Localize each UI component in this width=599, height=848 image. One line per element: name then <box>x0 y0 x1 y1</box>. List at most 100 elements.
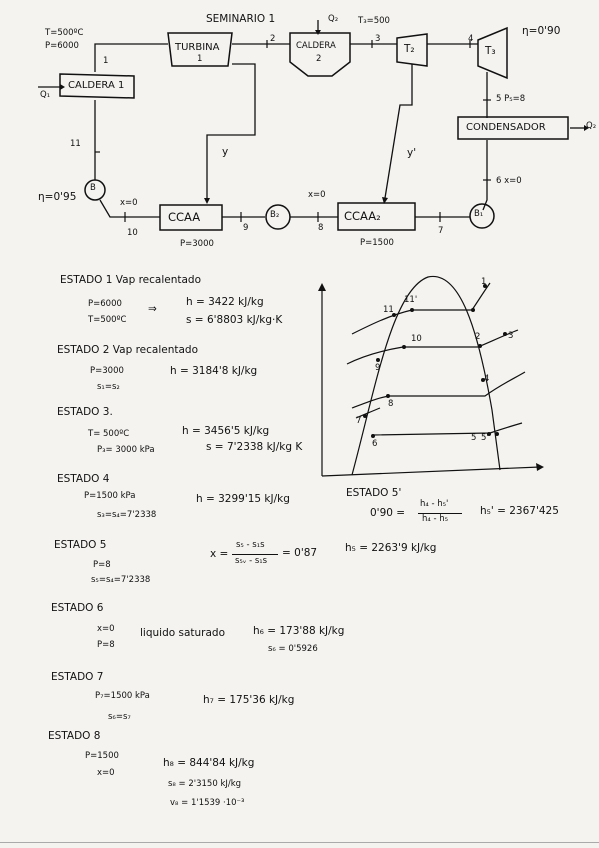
ts-pt-10: 10 <box>411 334 422 344</box>
ts-pt-11: 11 <box>383 305 394 315</box>
state-2-l1: P=3000 <box>90 366 124 376</box>
state-2-r1: h = 3184'8 kJ/kg <box>170 365 258 377</box>
state-3-head: ESTADO 3. <box>57 406 113 418</box>
node-2: 2 <box>270 34 276 44</box>
state-5-l2: s₅=s₄=7'2338 <box>91 575 151 585</box>
eta-pump: η=0'95 <box>38 191 77 203</box>
state-1-l2: T=500ºC <box>88 315 127 325</box>
state-6-r2: s₆ = 0'5926 <box>268 644 318 654</box>
state-7-l2: s₆=s₇ <box>108 712 131 722</box>
state-8-r1: h₈ = 844'84 kJ/kg <box>163 757 255 769</box>
state-8-r2: s₈ = 2'3150 kJ/kg <box>168 779 242 789</box>
state-5-head: ESTADO 5 <box>54 539 107 551</box>
cycle-lines <box>38 20 589 231</box>
state-3-l2: P₃= 3000 kPa <box>97 445 155 455</box>
ts-pt-11p: 11' <box>404 295 418 305</box>
state-5-fraction-bar <box>232 554 278 555</box>
ccaa1-label: CCAA <box>168 210 201 224</box>
node-3: 3 <box>375 34 381 44</box>
state-6-head: ESTADO 6 <box>51 602 104 614</box>
pump-b1-shape <box>469 203 495 229</box>
state-8-head: ESTADO 8 <box>48 730 101 742</box>
ts-pt-1: 1 <box>481 277 487 287</box>
state-7-r1: h₇ = 175'36 kJ/kg <box>203 694 295 706</box>
caldera2-label: CALDERA <box>296 41 336 51</box>
state-3-l1: T= 500ºC <box>88 429 130 439</box>
state-5p-num: h₄ - h₅' <box>420 499 449 509</box>
ccaa2-p-label: P=1500 <box>360 238 394 248</box>
turb2-shape <box>396 33 428 67</box>
state-5p-lhs: 0'90 = <box>370 507 406 519</box>
state-5p-den: h₄ - h₅ <box>422 514 449 524</box>
turbina1-label: TURBINA <box>175 42 220 53</box>
pump-b1-label: B₁ <box>474 209 484 219</box>
state-5-frac-den: s₅ᵥ - s₁s <box>235 556 268 566</box>
y-label: y <box>222 146 229 158</box>
node-9: 9 <box>243 223 249 233</box>
state-3-r1: h = 3456'5 kJ/kg <box>182 425 270 437</box>
caldera1-t-label: T=500ºC <box>45 28 84 38</box>
caldera1-q-label: Q₁ <box>40 90 51 100</box>
state-6-l2: P=8 <box>97 640 115 650</box>
eta-turbine: η=0'90 <box>522 25 561 37</box>
node-10: 10 <box>127 228 138 238</box>
p5-label: 5 P₅=8 <box>496 94 526 104</box>
node-1: 1 <box>103 56 109 66</box>
state-5-frac-res: = 0'87 <box>282 547 318 559</box>
ccaa1-x-label: x=0 <box>120 198 138 208</box>
ts-pt-9: 9 <box>375 363 381 373</box>
y1-label: y' <box>407 147 417 159</box>
ts-pt-6: 6 <box>372 439 378 449</box>
state-5-r1: h₅ = 2263'9 kJ/kg <box>345 542 437 554</box>
condensador-q-label: Q₂ <box>586 121 597 131</box>
caldera1-label: CALDERA 1 <box>68 80 125 91</box>
ccaa2-shape <box>337 202 416 231</box>
pump-b-shape <box>84 179 106 201</box>
state-2-l2: s₁=s₂ <box>97 382 120 392</box>
ts-pt-4: 4 <box>484 374 490 384</box>
ts-pt-5p: 5' <box>481 433 489 443</box>
caldera2-shape <box>289 32 351 77</box>
condensador-shape <box>457 116 569 140</box>
turbina1-num: 1 <box>197 54 203 64</box>
pump-b2-shape <box>265 204 291 230</box>
state-7-l1: P₇=1500 kPa <box>95 691 150 701</box>
node-4: 4 <box>468 34 474 44</box>
state-5-frac-num: s₅ - s₁s <box>236 540 265 550</box>
caldera2-q-label: Q₂ <box>328 14 339 24</box>
turb3-label: T₃ <box>485 45 496 57</box>
state-4-l1: P=1500 kPa <box>84 491 136 501</box>
ts-pt-2: 2 <box>475 332 481 342</box>
ts-pt-7: 7 <box>356 416 362 426</box>
caldera1-shape <box>59 73 135 99</box>
state-3-r2: s = 7'2338 kJ/kg K <box>206 441 303 453</box>
state-1-r2: s = 6'8803 kJ/kg·K <box>186 314 283 326</box>
turbina1-shape <box>167 32 233 67</box>
page-bottom-rule <box>0 842 599 843</box>
state-6-mid: liquido saturado <box>140 627 226 639</box>
state-1-r1: h = 3422 kJ/kg <box>186 296 264 308</box>
state-4-l2: s₃=s₄=7'2338 <box>97 510 157 520</box>
state-5p-fraction-bar <box>418 513 462 514</box>
state-5-l1: P=8 <box>93 560 111 570</box>
state-7-head: ESTADO 7 <box>51 671 104 683</box>
pump-b-label: B <box>90 183 96 193</box>
turb3-shape <box>477 26 508 80</box>
t3-label: T₃=500 <box>358 16 390 26</box>
ts-pt-5: 5 <box>471 433 477 443</box>
node-11: 11 <box>70 139 81 149</box>
x6-label: 6 x=0 <box>496 176 522 186</box>
state-6-l1: x=0 <box>97 624 115 634</box>
state-5p-head: ESTADO 5' <box>346 487 402 499</box>
node-7: 7 <box>438 226 444 236</box>
state-1-head: ESTADO 1 Vap recalentado <box>60 274 202 286</box>
state-8-l1: P=1500 <box>85 751 119 761</box>
state-4-head: ESTADO 4 <box>57 473 110 485</box>
state-8-r3: v₈ = 1'1539 ·10⁻³ <box>170 798 245 808</box>
ccaa2-label: CCAA₂ <box>344 209 381 223</box>
ts-pt-8: 8 <box>388 399 394 409</box>
pump-b2-label: B₂ <box>270 210 280 220</box>
node-8: 8 <box>318 223 324 233</box>
page-title: SEMINARIO 1 <box>206 13 276 25</box>
ts-pt-3: 3 <box>508 331 514 341</box>
